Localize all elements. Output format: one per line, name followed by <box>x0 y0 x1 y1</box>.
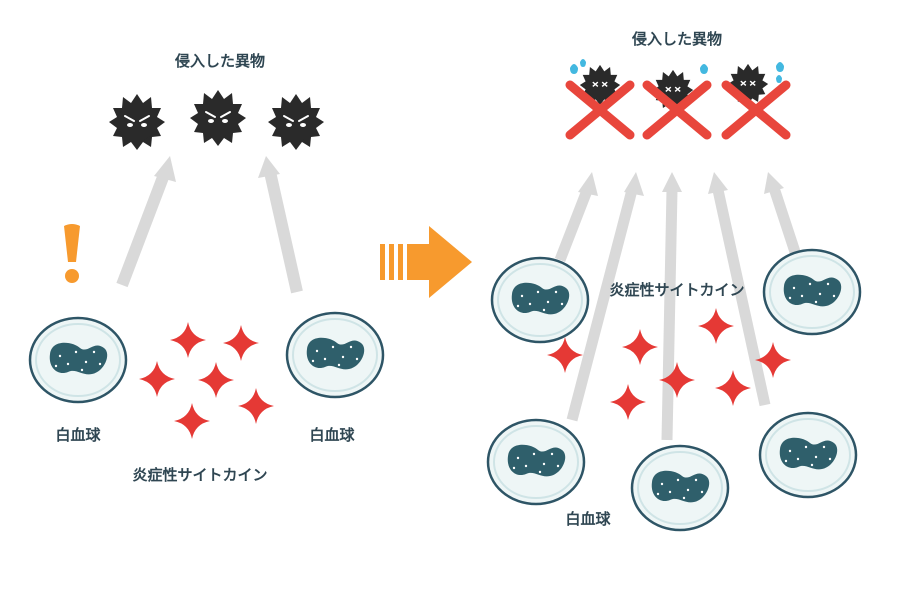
signal-arrow-icon <box>116 156 176 288</box>
cytokine-icon <box>139 361 175 397</box>
cytokine-icon <box>198 362 234 398</box>
cytokine-icon <box>715 370 751 406</box>
right-wbc-label: 白血球 <box>565 510 611 528</box>
germ-icon <box>727 63 769 105</box>
right-panel: 侵入した異物 <box>486 30 862 532</box>
left-foreign-label: 侵入した異物 <box>174 52 265 70</box>
white-blood-cell-icon <box>490 256 590 344</box>
left-cytokine-label: 炎症性サイトカイン <box>132 466 267 484</box>
cytokine-icon <box>610 384 646 420</box>
right-foreign-label: 侵入した異物 <box>631 30 722 48</box>
signal-arrow-icon <box>258 156 303 294</box>
white-blood-cell-icon <box>762 248 862 336</box>
germ-icon <box>268 94 324 150</box>
sweat-drop-icon <box>570 59 784 83</box>
white-blood-cell-icon <box>486 418 586 506</box>
germ-icon <box>109 94 165 150</box>
left-panel: 侵入した異物 白 <box>28 52 385 484</box>
cytokine-icon <box>223 325 259 361</box>
exclamation-icon <box>64 224 80 283</box>
cytokine-icon <box>238 388 274 424</box>
white-blood-cell-icon <box>630 444 730 532</box>
right-cytokine-label: 炎症性サイトカイン <box>609 281 744 299</box>
cytokine-icon <box>622 329 658 365</box>
right-arrow-icon <box>380 226 472 298</box>
cytokine-icon <box>547 337 583 373</box>
white-blood-cell-icon <box>758 411 858 499</box>
germ-icon <box>190 90 246 146</box>
cytokine-icon <box>170 322 206 358</box>
left-wbc-label: 白血球 <box>55 426 101 444</box>
right-wbc-label: 白血球 <box>309 426 355 444</box>
germ-icon <box>579 64 621 106</box>
white-blood-cell-icon <box>28 316 128 404</box>
white-blood-cell-icon <box>285 311 385 399</box>
cytokine-icon <box>174 403 210 439</box>
signal-arrow-icon <box>554 172 803 441</box>
cytokine-icon <box>698 308 734 344</box>
germ-icon <box>652 69 694 111</box>
